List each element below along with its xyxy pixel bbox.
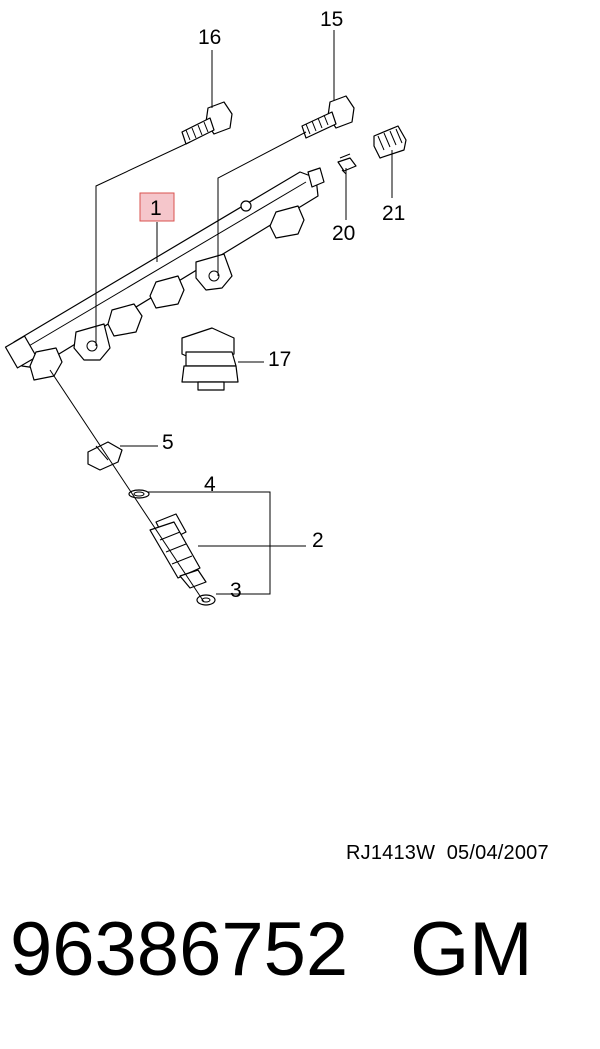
fuel-injector-2[interactable] (149, 513, 207, 589)
callout-4-label[interactable]: 4 (204, 473, 216, 496)
bolt-15[interactable] (301, 95, 355, 139)
o-ring-3[interactable] (196, 594, 216, 606)
callout-1-label: 1 (150, 197, 162, 220)
callout-5-label[interactable]: 5 (162, 431, 174, 454)
pressure-regulator-17[interactable] (181, 327, 239, 391)
callout-20-label[interactable]: 20 (332, 222, 355, 245)
diagram-reference: RJ1413W 05/04/2007 (346, 842, 549, 865)
callout-17-label[interactable]: 17 (268, 348, 291, 371)
callout-3-label[interactable]: 3 (230, 579, 242, 602)
callout-16-label[interactable]: 16 (198, 26, 221, 49)
part-number: 96386752 (10, 907, 349, 992)
reference-date: 05/04/2007 (446, 842, 549, 864)
fuel-rail[interactable] (4, 167, 325, 381)
callout-1-highlight (139, 192, 175, 222)
reference-code: RJ1413W (346, 842, 436, 864)
leader-lines (49, 30, 393, 603)
callout-15-label[interactable]: 15 (320, 8, 343, 31)
callout-21-label[interactable]: 21 (382, 202, 405, 225)
exploded-parts-diagram: 1 16 15 20 21 17 5 4 2 3 (4, 8, 407, 606)
callout-2-label[interactable]: 2 (312, 529, 324, 552)
brand-name: GM (410, 907, 533, 992)
cap-21[interactable] (373, 125, 407, 159)
schrader-valve-20[interactable] (337, 153, 357, 175)
callout-1[interactable]: 1 (139, 192, 175, 222)
bolt-16[interactable] (181, 101, 233, 145)
retaining-clip-5[interactable] (87, 441, 123, 471)
